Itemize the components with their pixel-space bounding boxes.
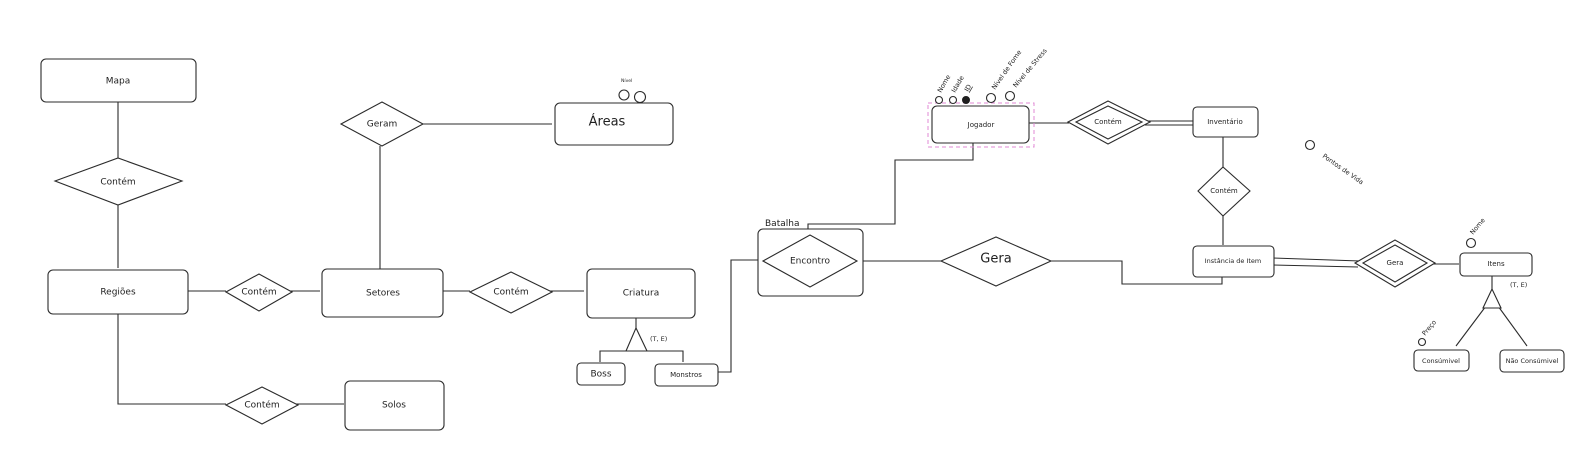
entity-mapa-label: Mapa (106, 77, 131, 87)
entity-setores[interactable]: Setores (321, 268, 444, 318)
attribute-itens-nome-label: Nome (1468, 216, 1486, 236)
line-spec-consumivel (1455, 305, 1487, 347)
entity-instancia-item[interactable]: Instância de Item (1192, 245, 1275, 278)
relationship-gera-encontro-label: Gera (980, 252, 1011, 267)
specialization-criatura-label: (T, E) (650, 335, 667, 343)
entity-consumivel[interactable]: Consúmivel (1413, 349, 1470, 372)
entity-regioes-label: Regiões (100, 288, 136, 298)
attribute-itens-nome[interactable]: Nome (1465, 216, 1487, 249)
relationship-contem-mapa-regioes-label: Contém (100, 177, 135, 188)
relationship-contem-inventario-instancia[interactable]: Contém (1197, 166, 1251, 217)
entity-inventario[interactable]: Inventário (1192, 106, 1259, 138)
connector-lines (117, 101, 1528, 405)
entity-instancia-item-label: Instância de Item (1205, 257, 1262, 265)
relationship-contem-regioes-setores[interactable]: Contém (224, 273, 294, 312)
relationship-encontro-label: Encontro (790, 257, 831, 267)
entity-criatura-label: Criatura (623, 289, 659, 299)
entity-nao-consumivel[interactable]: Não Consúmivel (1499, 349, 1565, 373)
line-monstros-encontro (714, 259, 760, 373)
entity-boss-label: Boss (590, 370, 611, 380)
entity-itens-label: Itens (1487, 260, 1505, 268)
line-instancia-gera-2 (1272, 264, 1359, 268)
relationship-gera-itens[interactable]: Gera (1353, 239, 1437, 288)
specialization-criatura[interactable]: (T, E) (625, 326, 667, 352)
relationship-geram-label: Geram (367, 120, 398, 130)
aggregation-batalha-label: Batalha (765, 219, 799, 229)
attribute-jogador-id-label: ID (963, 83, 973, 93)
entity-jogador-label: Jogador (967, 121, 995, 129)
line-instancia-gera-1 (1272, 257, 1361, 262)
attribute-pontos-de-vida-label: Pontos de Vida (1321, 152, 1365, 186)
entity-criatura[interactable]: Criatura (586, 268, 696, 319)
entity-jogador-selection (927, 102, 1035, 148)
line-regioes-contem-solos (117, 314, 226, 405)
specialization-itens[interactable]: (T, E) (1482, 281, 1527, 309)
relationship-contem-inventario-instancia-label: Contém (1210, 187, 1238, 195)
entity-consumivel-label: Consúmivel (1422, 357, 1460, 365)
attributes-jogador[interactable]: Nome Idade ID Nível de Fome Nível de Str… (934, 46, 1050, 105)
attribute-areas-label: Nível (621, 77, 632, 84)
entity-inventario-label: Inventário (1207, 118, 1243, 126)
relationship-contem-jogador-inventario-label: Contém (1094, 118, 1122, 126)
entity-itens[interactable]: Itens (1459, 252, 1533, 277)
attribute-pontos-de-vida[interactable]: Pontos de Vida (1304, 139, 1365, 187)
relationship-contem-mapa-regioes[interactable]: Contém (53, 157, 184, 206)
relationship-contem-regioes-solos[interactable]: Contém (224, 386, 300, 425)
attribute-jogador-id[interactable]: ID (962, 83, 974, 104)
entity-regioes[interactable]: Regiões (47, 269, 189, 315)
relationship-contem-setores-criatura[interactable]: Contém (468, 271, 554, 314)
entity-solos[interactable]: Solos (344, 380, 445, 431)
entity-jogador[interactable]: Jogador (931, 105, 1030, 144)
entity-mapa[interactable]: Mapa (40, 58, 197, 103)
attribute-consumivel-preco-label: Preço (1420, 318, 1438, 337)
specialization-itens-label: (T, E) (1510, 281, 1527, 289)
attribute-consumivel-preco[interactable]: Preço (1417, 318, 1439, 347)
relationship-gera-encontro[interactable]: Gera (939, 236, 1053, 287)
relationship-contem-regioes-solos-label: Contém (244, 400, 279, 411)
relationship-contem-jogador-inventario[interactable]: Contém (1066, 100, 1152, 145)
relationship-encontro[interactable]: Encontro (761, 234, 859, 288)
relationship-contem-regioes-setores-label: Contém (241, 287, 276, 298)
entity-areas[interactable]: Áreas (554, 102, 674, 146)
entity-nao-consumivel-label: Não Consúmivel (1506, 357, 1559, 365)
entity-boss[interactable]: Boss (576, 362, 626, 386)
relationship-gera-itens-label: Gera (1387, 259, 1404, 267)
relationship-contem-setores-criatura-label: Contém (493, 287, 528, 298)
line-spec-nao-consumivel (1497, 305, 1528, 347)
entity-monstros-label: Monstros (670, 371, 702, 379)
entity-areas-label: Áreas (589, 114, 626, 130)
attributes-areas[interactable]: Nível (618, 77, 647, 104)
entity-setores-label: Setores (366, 289, 400, 299)
relationship-geram[interactable]: Geram (339, 101, 425, 147)
line-gera-instancia (1049, 260, 1223, 285)
attribute-jogador-idade-label: Idade (950, 74, 966, 94)
line-spec-children (599, 350, 684, 362)
entity-solos-label: Solos (382, 401, 406, 411)
line-encontro-jogador (807, 142, 974, 232)
entity-monstros[interactable]: Monstros (654, 363, 719, 387)
